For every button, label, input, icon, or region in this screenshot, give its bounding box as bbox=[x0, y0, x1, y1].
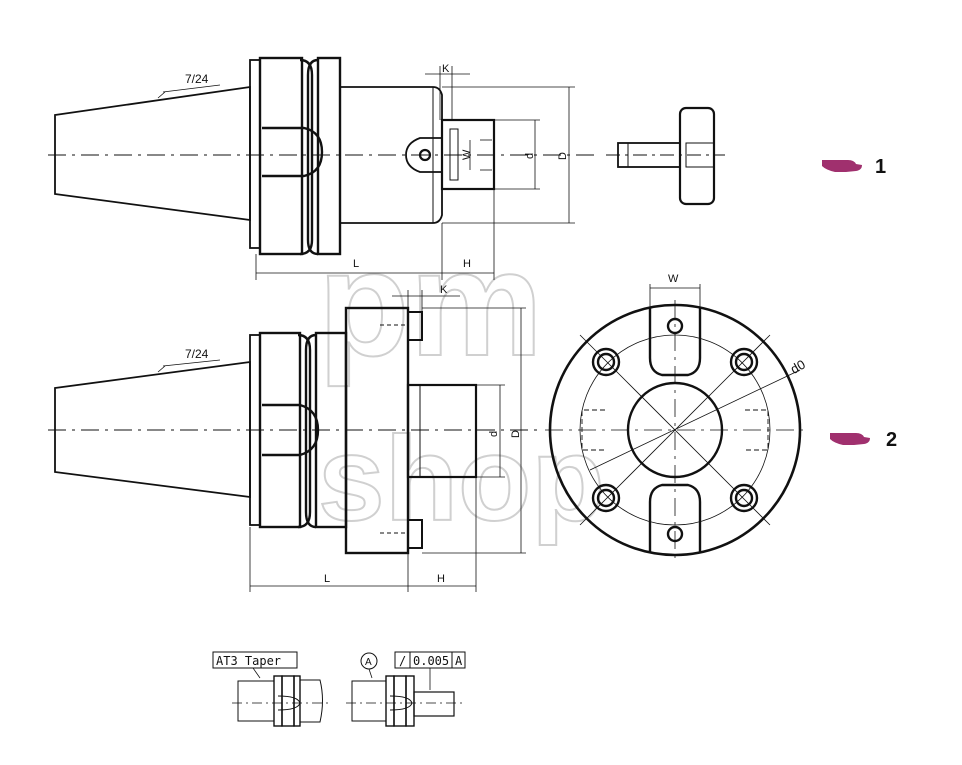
datum-label: A bbox=[365, 657, 372, 668]
bottom-taper-label: 7/24 bbox=[185, 347, 209, 361]
top-dimensions: 7/24 K W d D L H bbox=[157, 63, 575, 280]
front-bolt-holes bbox=[591, 347, 759, 513]
top-dim-l: L bbox=[353, 258, 359, 270]
bottom-dim-d: d bbox=[488, 431, 500, 437]
top-drive-slot bbox=[262, 126, 324, 178]
top-dim-h: H bbox=[463, 258, 471, 270]
bottom-dim-big-d: D bbox=[510, 430, 522, 438]
marker-2-label: 2 bbox=[886, 429, 897, 451]
tolerance-details bbox=[212, 651, 466, 727]
tolerance-taper-box: AT3 Taper bbox=[216, 654, 281, 668]
runout-symbol: / bbox=[399, 654, 406, 668]
front-dim-w: W bbox=[668, 273, 679, 285]
top-dim-w: W bbox=[461, 149, 473, 160]
bottom-dimensions: 7/24 K d D L H bbox=[157, 284, 526, 592]
watermark: pm shop bbox=[317, 218, 606, 547]
bottom-dim-l: L bbox=[324, 573, 330, 585]
front-view bbox=[545, 284, 805, 560]
marker-2: 2 bbox=[830, 429, 897, 451]
marker-1-label: 1 bbox=[875, 156, 886, 178]
bottom-dim-h: H bbox=[437, 573, 445, 585]
marker-1: 1 bbox=[822, 156, 886, 178]
top-taper bbox=[54, 85, 251, 222]
runout-value: 0.005 bbox=[413, 654, 449, 668]
front-dim-d0: d0 bbox=[788, 357, 808, 377]
top-taper-label: 7/24 bbox=[185, 72, 209, 86]
pointing-hand-icon bbox=[830, 433, 870, 445]
bottom-pilot bbox=[406, 383, 478, 479]
top-flange-right bbox=[316, 56, 342, 256]
top-screw-ear bbox=[405, 137, 442, 173]
runout-datum: A bbox=[455, 654, 463, 668]
pointing-hand-icon bbox=[822, 160, 862, 172]
top-dim-big-d: D bbox=[557, 152, 569, 160]
screw-detail bbox=[606, 106, 725, 206]
top-dim-k: K bbox=[442, 63, 450, 75]
top-flange-left bbox=[249, 59, 261, 249]
top-dim-d: d bbox=[524, 153, 536, 159]
watermark-line1: pm bbox=[318, 219, 543, 387]
top-flange bbox=[258, 56, 304, 256]
watermark-line2: shop bbox=[318, 412, 605, 546]
bottom-dim-k: K bbox=[440, 284, 448, 296]
